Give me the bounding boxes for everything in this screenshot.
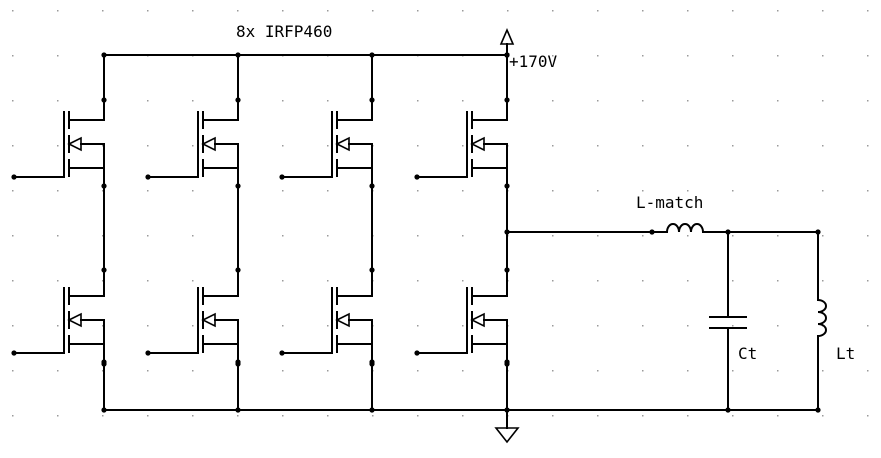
capacitor-label: Ct: [738, 344, 757, 363]
junction-dots: [11, 52, 821, 413]
mosfet-icon: [13, 54, 105, 297]
output-network: [506, 223, 827, 411]
mosfet-icon: [416, 54, 508, 297]
mosfet-icon: [416, 287, 508, 411]
mosfet-icon: [147, 287, 239, 411]
inductor-icon: [651, 223, 729, 233]
inductor-match-label: L-match: [636, 193, 703, 212]
mosfet-icon: [281, 54, 373, 297]
title-label: 8x IRFP460: [236, 22, 332, 41]
ground-rail: [103, 409, 819, 444]
mosfet-array: [13, 54, 508, 411]
inductor-tank-label: Lt: [836, 344, 855, 363]
supply-label: +170V: [509, 52, 558, 71]
mosfet-icon: [281, 287, 373, 411]
mosfet-icon: [147, 54, 239, 297]
mosfet-icon: [13, 287, 105, 411]
inductor-icon: [817, 231, 827, 411]
power-arrow-icon: [499, 27, 515, 45]
ground-icon: [494, 427, 520, 444]
